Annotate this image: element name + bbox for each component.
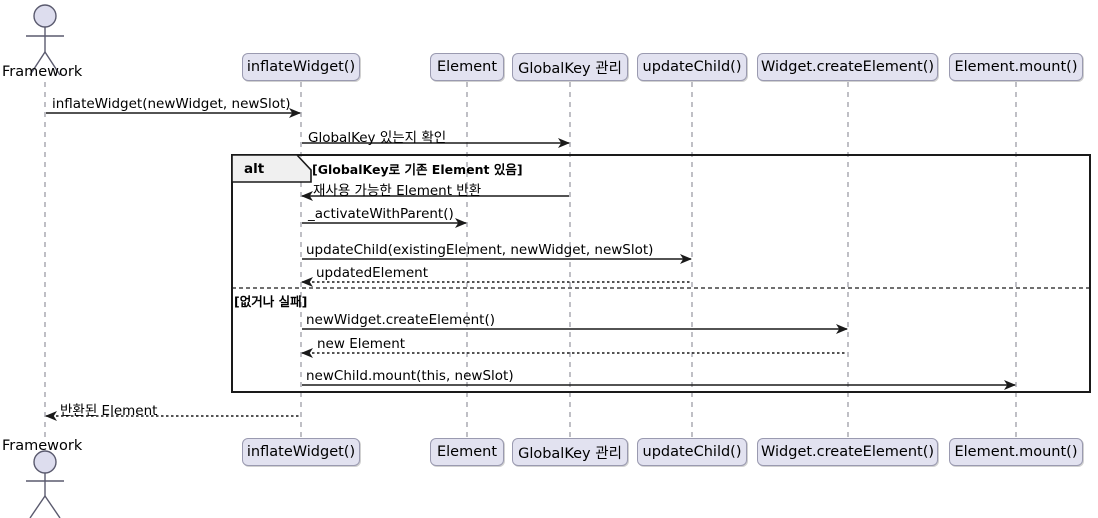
participant-box-updatechild-top[interactable]: updateChild() — [637, 53, 747, 81]
message-label-updatechild-call: updateChild(existingElement, newWidget, … — [306, 242, 654, 258]
actor-stick-figure-icon-bottom — [26, 450, 64, 518]
participant-box-globalkey-top[interactable]: GlobalKey 관리 — [512, 53, 628, 81]
participant-box-mount-top[interactable]: Element.mount() — [949, 53, 1083, 81]
alt-fragment-frame — [231, 154, 1091, 393]
participant-box-createelement-top[interactable]: Widget.createElement() — [757, 53, 938, 81]
participant-box-element-top[interactable]: Element — [430, 53, 504, 81]
participant-box-element-bottom[interactable]: Element — [430, 438, 504, 466]
message-label-activatewithparent: _activateWithParent() — [308, 206, 454, 222]
message-label-new-element-return: new Element — [317, 336, 406, 352]
alt-guard-first: [GlobalKey로 기존 Element 있음] — [312, 162, 523, 177]
alt-operator-pentagon — [231, 154, 312, 183]
message-label-returned-element: 반환된 Element — [60, 403, 158, 419]
message-label-inflatewidget-call: inflateWidget(newWidget, newSlot) — [52, 96, 291, 112]
message-label-reusable-element-return: 재사용 가능한 Element 반환 — [313, 183, 482, 199]
message-label-globalkey-check: GlobalKey 있는지 확인 — [308, 130, 447, 146]
message-arrows — [45, 108, 1016, 421]
alt-guard-second: [없거나 실패] — [234, 294, 308, 309]
actor-label-top: Framework — [2, 64, 83, 80]
participant-box-createelement-bottom[interactable]: Widget.createElement() — [757, 438, 938, 466]
alt-operator-label: alt — [244, 161, 265, 177]
participant-box-updatechild-bottom[interactable]: updateChild() — [637, 438, 747, 466]
participant-box-inflatewidget-top[interactable]: inflateWidget() — [242, 53, 360, 81]
participant-box-mount-bottom[interactable]: Element.mount() — [949, 438, 1083, 466]
message-label-updatedelement-return: updatedElement — [316, 265, 429, 281]
message-label-mount-call: newChild.mount(this, newSlot) — [306, 368, 514, 384]
participant-box-globalkey-bottom[interactable]: GlobalKey 관리 — [512, 438, 628, 466]
actor-label-bottom: Framework — [2, 438, 83, 454]
participant-box-inflatewidget-bottom[interactable]: inflateWidget() — [242, 438, 360, 466]
actor-stick-figure-icon-top — [26, 4, 64, 76]
message-label-createelement-call: newWidget.createElement() — [306, 312, 496, 328]
